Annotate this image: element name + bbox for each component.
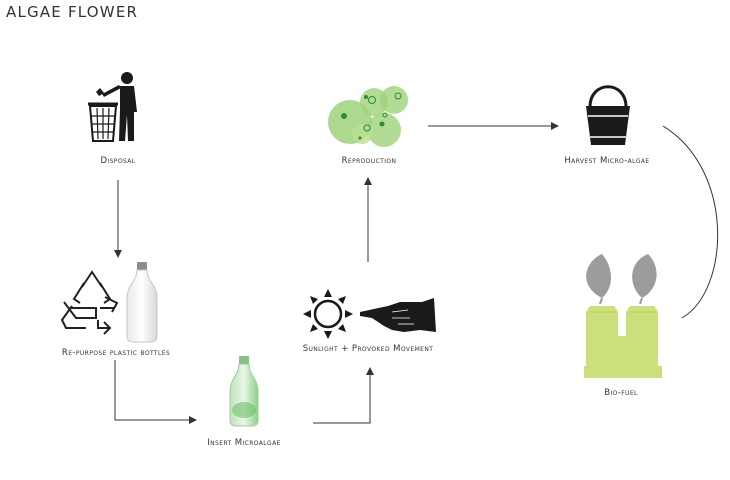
step-label-reproduction: Reproduction xyxy=(341,156,397,166)
step-label-biofuel: Bio-fuel xyxy=(604,388,638,398)
sun-icon xyxy=(303,289,353,339)
bio-fuel-plant-icon xyxy=(584,254,662,378)
connector-repurpose-to-insert xyxy=(114,360,197,424)
pointing-hand-icon xyxy=(360,298,436,332)
page-title: ALGAE FLOWER xyxy=(6,3,139,21)
step-label-disposal: Disposal xyxy=(100,156,136,166)
step-label-insert: Insert Microalgae xyxy=(207,438,281,448)
algae-cells-icon xyxy=(328,86,408,147)
recycle-icon xyxy=(60,270,119,335)
step-label-sunlight: Sunlight + Provoked Movement xyxy=(302,344,434,354)
green-bottle-icon xyxy=(229,356,259,427)
connector-insert-to-sunlight xyxy=(313,367,374,424)
bucket-icon xyxy=(586,85,630,145)
trash-person-icon xyxy=(88,72,137,142)
connector-harvest-to-biofuel xyxy=(662,125,719,319)
plastic-bottle-icon xyxy=(126,262,158,343)
step-label-harvest: Harvest Micro-algae xyxy=(564,156,650,166)
step-label-repurpose: Re-purpose plastic bottles xyxy=(61,348,171,358)
